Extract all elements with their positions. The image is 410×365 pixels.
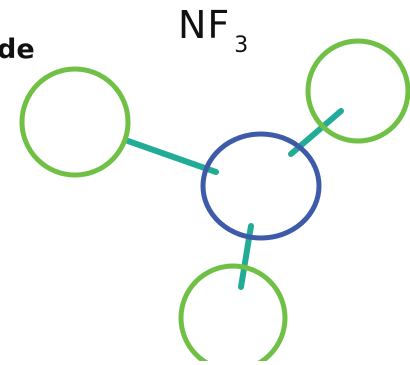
formula-main: NF <box>178 3 231 47</box>
bond-left <box>125 138 219 175</box>
formula-subscript: 3 <box>234 33 250 58</box>
cropped-label: de <box>0 34 35 65</box>
fluorine-atom-top-right <box>305 38 410 144</box>
fluorine-atom-bottom <box>178 263 288 365</box>
nitrogen-atom-center <box>200 131 322 241</box>
fluorine-atom-left <box>19 66 131 178</box>
